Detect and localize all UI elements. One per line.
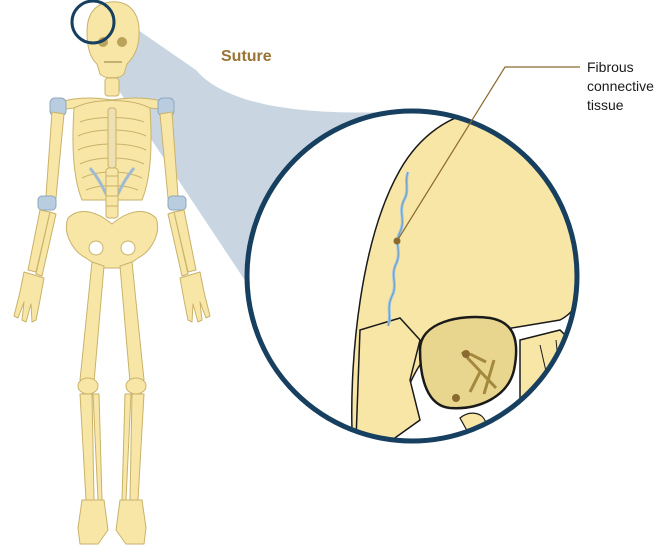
fct-label-line-3: tissue: [587, 97, 624, 113]
fct-label-line-2: connective: [587, 78, 654, 94]
magnified-skull-view: [244, 108, 580, 444]
skull-highlight-circle: [70, 0, 116, 45]
callout-wedge: [88, 3, 412, 285]
fibrous-connective-tissue-label: Fibrous connective tissue: [587, 58, 654, 115]
suture-label: Suture: [221, 48, 272, 65]
full-skeleton: [13, 1, 211, 545]
fct-leader-dot: [393, 237, 401, 245]
fct-leader-line: [396, 66, 580, 242]
magnifier-ring: [244, 108, 580, 444]
fct-label-line-1: Fibrous: [587, 59, 634, 75]
